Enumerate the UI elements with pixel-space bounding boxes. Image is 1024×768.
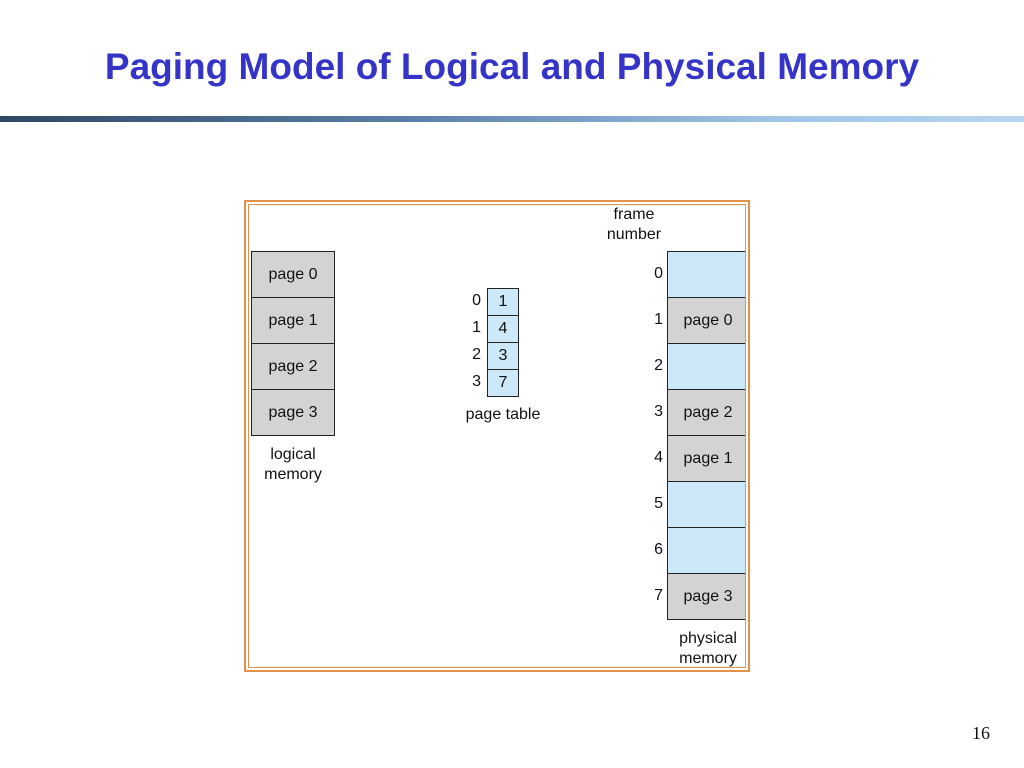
page-table-index-3: 3	[472, 373, 481, 390]
page-table-index-0: 0	[472, 292, 481, 309]
logical-page-3: page 3	[251, 389, 335, 436]
frame-number-6: 6	[654, 541, 663, 558]
frame-number-2: 2	[654, 357, 663, 374]
physical-frame-2	[667, 343, 745, 390]
slide-page-number: 16	[972, 723, 990, 743]
physical-frame-6	[667, 527, 745, 574]
physical-frame-4: page 1	[667, 435, 745, 482]
physical-frame-5	[667, 481, 745, 528]
physical-frame-7: page 3	[667, 573, 745, 620]
diagram-frame: page 0 page 1 page 2 page 3 logical memo…	[244, 200, 750, 672]
page-table-entry-1: 4	[487, 315, 519, 343]
page-table-index-1: 1	[472, 319, 481, 336]
logical-page-1: page 1	[251, 297, 335, 344]
logical-memory-caption-line1: logical	[270, 446, 316, 463]
frame-number-4: 4	[654, 449, 663, 466]
frame-number-7: 7	[654, 587, 663, 604]
physical-memory-caption-line1: physical	[679, 630, 737, 647]
page-table-entry-2: 3	[487, 342, 519, 370]
diagram-canvas: page 0 page 1 page 2 page 3 logical memo…	[248, 204, 746, 668]
frame-number-3: 3	[654, 403, 663, 420]
physical-frame-1: page 0	[667, 297, 745, 344]
logical-page-0: page 0	[251, 251, 335, 298]
frame-number-0: 0	[654, 265, 663, 282]
physical-memory-caption-line2: memory	[679, 650, 737, 667]
page-table-caption: page table	[465, 406, 541, 423]
frame-number-header-line2: number	[606, 226, 662, 243]
frame-number-1: 1	[654, 311, 663, 328]
slide-title: Paging Model of Logical and Physical Mem…	[104, 46, 920, 87]
frame-number-header-line1: frame	[613, 206, 655, 223]
page-table-entry-3: 7	[487, 369, 519, 397]
physical-frame-0	[667, 251, 745, 298]
physical-frame-3: page 2	[667, 389, 745, 436]
title-underline-bar	[0, 116, 1024, 122]
page-table-entry-0: 1	[487, 288, 519, 316]
page-table-index-2: 2	[472, 346, 481, 363]
logical-page-2: page 2	[251, 343, 335, 390]
logical-memory-caption-line2: memory	[264, 466, 322, 483]
frame-number-5: 5	[654, 495, 663, 512]
